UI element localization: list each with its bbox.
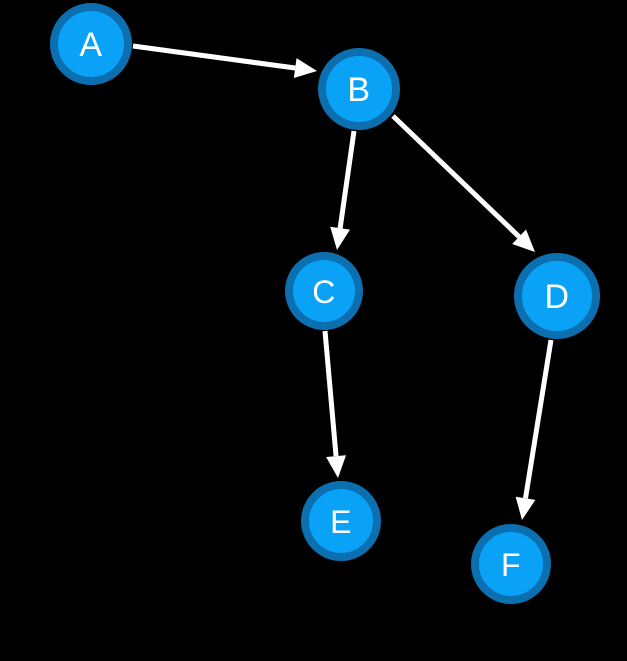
arrowhead-icon [293, 58, 317, 78]
node-label: D [544, 278, 569, 316]
node-circle[interactable] [318, 48, 400, 130]
arrowhead-icon [326, 455, 347, 478]
node-label: E [330, 504, 352, 540]
edge-b-c [330, 130, 357, 250]
node-label: B [347, 71, 370, 109]
edge-b-d [391, 114, 535, 252]
edge-line [391, 114, 521, 239]
edge-line [322, 330, 339, 457]
node-circle[interactable] [50, 3, 132, 85]
node-circle[interactable] [285, 252, 363, 330]
nodes-layer: A B C D E F [50, 3, 600, 604]
node-c[interactable]: C [285, 252, 363, 330]
node-f[interactable]: F [471, 524, 551, 604]
node-label: C [312, 274, 336, 310]
arrowhead-icon [330, 226, 351, 250]
node-circle[interactable] [301, 481, 381, 561]
node-d[interactable]: D [514, 253, 600, 339]
node-b[interactable]: B [318, 48, 400, 130]
edge-d-f [515, 339, 554, 520]
edges-layer [132, 43, 554, 520]
node-label: A [79, 26, 102, 64]
arrowhead-icon [512, 229, 535, 252]
edge-a-b [132, 43, 317, 78]
edge-line [523, 339, 554, 499]
edge-line [337, 130, 357, 229]
edge-line [132, 43, 296, 71]
node-circle[interactable] [471, 524, 551, 604]
node-a[interactable]: A [50, 3, 132, 85]
edge-c-e [322, 330, 347, 478]
node-e[interactable]: E [301, 481, 381, 561]
node-circle[interactable] [514, 253, 600, 339]
node-label: F [501, 547, 521, 583]
arrowhead-icon [515, 496, 536, 520]
